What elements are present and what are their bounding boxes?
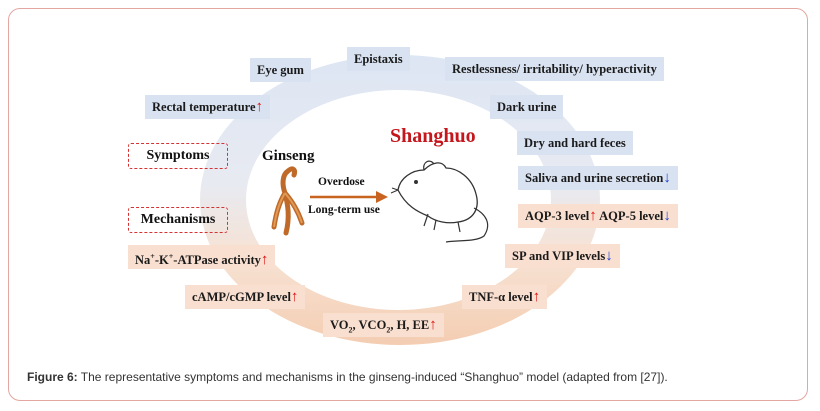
mechanisms-label: Mechanisms	[128, 207, 228, 233]
camp-cgmp-text: cAMP/cGMP level	[192, 290, 291, 304]
caption-label: Figure 6:	[27, 370, 78, 384]
rectal-temperature-text: Rectal temperature	[152, 100, 256, 114]
vo-text: VO	[330, 318, 349, 332]
superscript-plus: +	[168, 252, 174, 261]
increase-arrow-icon: ↑	[532, 289, 541, 305]
decrease-arrow-icon: ↓	[605, 248, 613, 264]
increase-arrow-icon: ↑	[589, 208, 597, 224]
figure-caption: Figure 6: The representative symptoms an…	[27, 370, 668, 384]
tnf-box: TNF-α level↑	[462, 285, 548, 309]
decrease-arrow-icon: ↓	[663, 208, 671, 224]
orange-right-arrow-icon	[310, 191, 388, 203]
restlessness-box: Restlessness/ irritability/ hyperactivit…	[445, 57, 664, 81]
vco-text: , VCO	[352, 318, 387, 332]
subscript-2: 2	[348, 325, 353, 335]
subscript-2: 2	[386, 325, 391, 335]
oval-center	[246, 90, 551, 310]
na-k-atpase-box: Na+-K+-ATPase activity↑	[128, 245, 276, 269]
saliva-box: Saliva and urine secretion↓	[518, 166, 678, 190]
increase-arrow-icon: ↑	[260, 252, 269, 269]
ginseng-label: Ginseng	[262, 148, 315, 164]
increase-arrow-icon: ↑	[429, 317, 437, 333]
dark-urine-box: Dark urine	[490, 95, 564, 119]
epistaxis-box: Epistaxis	[347, 47, 410, 71]
ginseng-root-icon	[271, 166, 305, 236]
symptoms-label: Symptoms	[128, 143, 228, 169]
aqp5-text: AQP-5 level	[599, 209, 664, 223]
mouse-icon	[390, 160, 489, 243]
caption-text: The representative symptoms and mechanis…	[77, 370, 668, 384]
increase-arrow-icon: ↑	[290, 289, 299, 305]
vo2-vco2-box: VO2, VCO2, H, EE↑	[323, 313, 444, 337]
long-term-use-label: Long-term use	[308, 204, 380, 216]
aqp-box: AQP-3 level↑ AQP-5 level↓	[518, 204, 678, 228]
k-text: -K	[154, 253, 169, 268]
sp-vip-text: SP and VIP levels	[512, 249, 606, 263]
shanghuo-title: Shanghuo	[390, 125, 476, 147]
rectal-temperature-box: Rectal temperature↑	[145, 95, 271, 119]
decrease-arrow-icon: ↓	[663, 170, 671, 186]
atpase-text: -ATPase activity	[173, 253, 261, 268]
superscript-plus: +	[150, 252, 155, 261]
aqp3-text: AQP-3 level	[525, 209, 590, 223]
sp-vip-box: SP and VIP levels↓	[505, 244, 620, 268]
tnf-text: TNF-α level	[469, 290, 533, 304]
saliva-text: Saliva and urine secretion	[525, 171, 664, 185]
camp-cgmp-box: cAMP/cGMP level↑	[185, 285, 306, 309]
na-text: Na	[135, 253, 151, 268]
dry-feces-box: Dry and hard feces	[517, 131, 633, 155]
overdose-label: Overdose	[318, 176, 365, 188]
eye-gum-box: Eye gum	[250, 58, 311, 82]
increase-arrow-icon: ↑	[255, 99, 264, 115]
h-ee-text: , H, EE	[390, 318, 430, 332]
